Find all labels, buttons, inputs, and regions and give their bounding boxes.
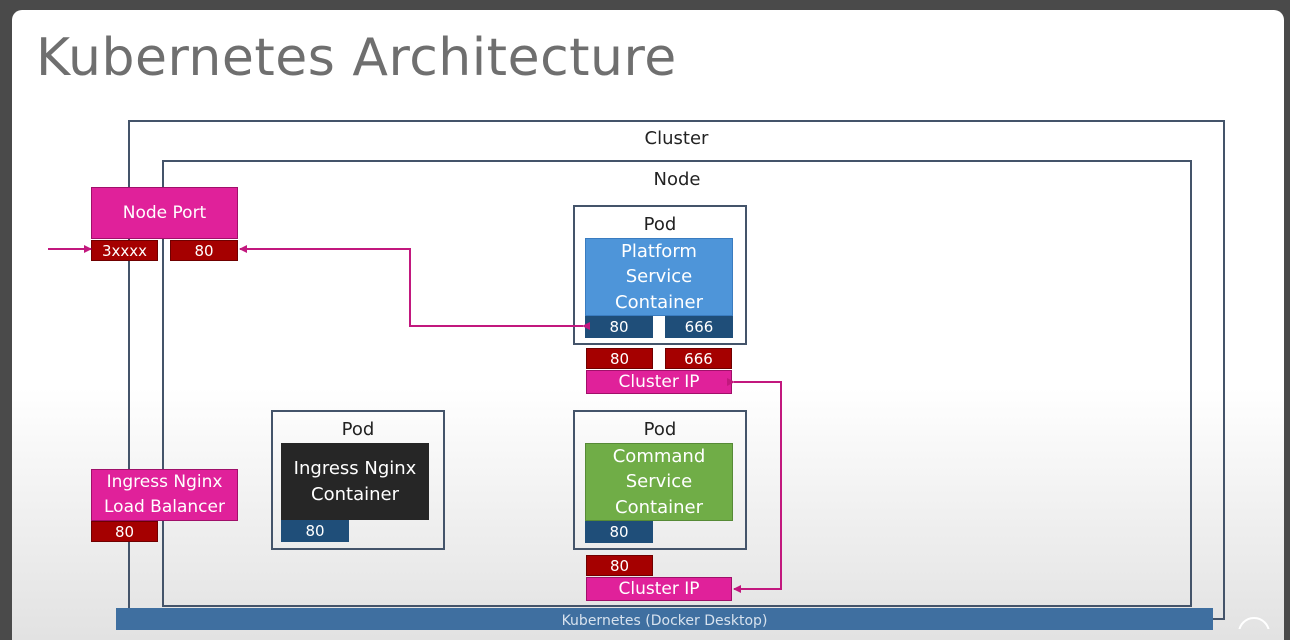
platform-cluster-ip-port-666: 666 bbox=[665, 348, 732, 369]
node-label: Node bbox=[653, 169, 701, 190]
cluster-label: Cluster bbox=[644, 128, 709, 149]
ingress-container-port: 80 bbox=[281, 520, 349, 542]
platform-container-port-80: 80 bbox=[585, 316, 653, 338]
node-port-box: Node Port bbox=[91, 187, 238, 239]
platform-pod-label: Pod bbox=[643, 214, 677, 235]
command-pod-frame: Pod bbox=[573, 410, 747, 550]
node-port-port: 80 bbox=[170, 240, 238, 261]
command-cluster-ip-port: 80 bbox=[586, 555, 653, 576]
platform-cluster-ip-port-80: 80 bbox=[586, 348, 653, 369]
platform-container-port-666: 666 bbox=[665, 316, 733, 338]
node-frame: Node bbox=[162, 160, 1192, 607]
ingress-lb-label-line2: Load Balancer bbox=[104, 497, 225, 517]
command-service-container: Command Service Container bbox=[585, 443, 733, 521]
ingress-nginx-container: Ingress Nginx Container bbox=[281, 443, 429, 520]
corner-circle-icon bbox=[1238, 617, 1270, 629]
node-port-label: Node Port bbox=[122, 202, 207, 223]
ingress-pod-frame: Pod bbox=[271, 410, 445, 550]
ingress-pod-label: Pod bbox=[341, 419, 375, 440]
node-port-external-port: 3xxxx bbox=[91, 240, 158, 261]
command-pod-label: Pod bbox=[643, 419, 677, 440]
nodeport-to-platform-arrow bbox=[239, 245, 590, 330]
ingress-lb-port: 80 bbox=[91, 521, 158, 542]
kubernetes-platform-bar: Kubernetes (Docker Desktop) bbox=[116, 608, 1213, 630]
cluster-ip-link-arrow bbox=[727, 378, 782, 593]
platform-cluster-ip: Cluster IP bbox=[586, 370, 732, 394]
ingress-load-balancer-box: Ingress Nginx Load Balancer bbox=[91, 469, 238, 521]
command-container-port: 80 bbox=[585, 521, 653, 543]
command-cluster-ip: Cluster IP bbox=[586, 577, 732, 601]
page-title: Kubernetes Architecture bbox=[36, 28, 677, 88]
ingress-lb-label-line1: Ingress Nginx bbox=[106, 472, 223, 493]
